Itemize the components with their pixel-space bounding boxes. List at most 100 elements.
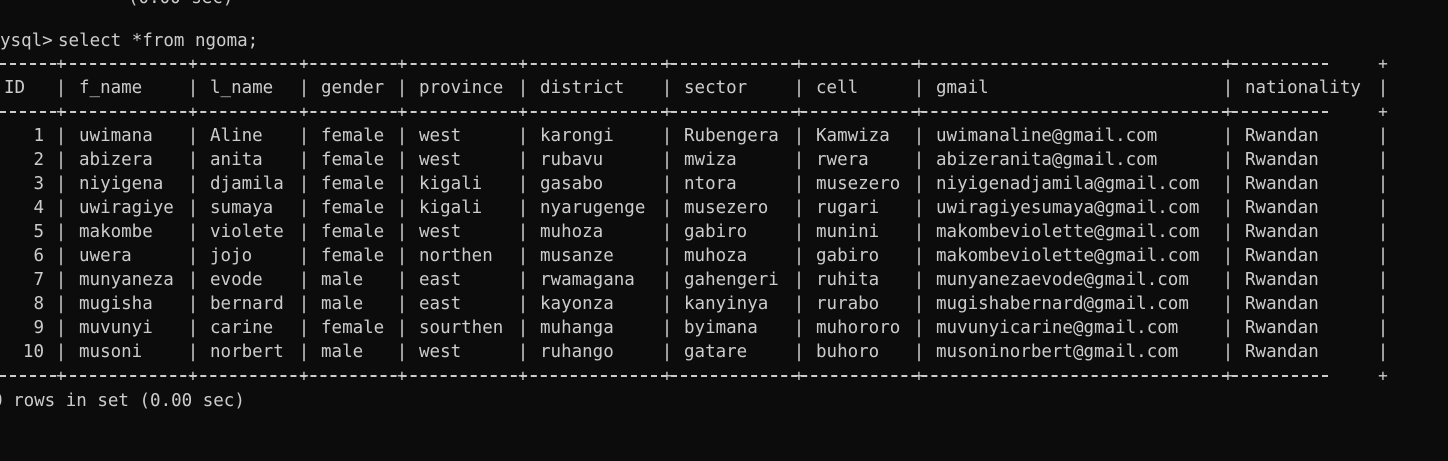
table-cell: norbert (210, 342, 284, 362)
border-corner: + (914, 369, 924, 383)
table-cell: ruhango (540, 342, 614, 362)
table-cell: munyanezaevode@gmail.com (936, 270, 1189, 290)
column-separator: | (913, 270, 925, 290)
column-separator: | (793, 294, 805, 314)
table-cell: rwera (816, 150, 869, 170)
column-separator: | (793, 150, 805, 170)
table-cell: Kamwiza (816, 126, 890, 146)
column-header: district (540, 78, 625, 98)
table-cell: gabiro (816, 246, 880, 266)
column-header: nationality (1245, 78, 1361, 98)
column-separator: | (55, 78, 67, 98)
column-separator: | (55, 126, 67, 146)
column-separator: | (793, 342, 805, 362)
table-cell: rugari (816, 198, 880, 218)
column-separator: | (298, 174, 310, 194)
column-separator: | (517, 318, 529, 338)
table-cell: gatare (684, 342, 748, 362)
column-separator: | (517, 126, 529, 146)
table-cell: makombe (79, 222, 153, 242)
table-cell: evode (210, 270, 263, 290)
column-separator: | (187, 198, 199, 218)
table-cell: abizera (79, 150, 153, 170)
column-separator: | (396, 294, 408, 314)
table-cell: male (321, 270, 364, 290)
column-separator: | (661, 222, 673, 242)
table-cell: 6 (33, 246, 44, 266)
table-cell: mwiza (684, 150, 737, 170)
border-corner: + (1378, 369, 1388, 383)
previous-output-text: (0.00 sec) (128, 0, 233, 10)
column-separator: | (396, 342, 408, 362)
table-cell: sourthen (419, 318, 504, 338)
column-separator: | (55, 198, 67, 218)
table-cell: gahengeri (684, 270, 779, 290)
border-corner: + (188, 57, 198, 71)
column-separator: | (1222, 150, 1234, 170)
previous-output: (0.00 sec) (0, 0, 233, 10)
border-corner: + (56, 105, 66, 119)
table-cell: munyaneza (79, 270, 174, 290)
column-separator: | (396, 198, 408, 218)
table-cell: muvunyicarine@gmail.com (936, 318, 1179, 338)
border-corner: + (56, 369, 66, 383)
column-separator: | (1377, 222, 1389, 242)
column-separator: | (396, 126, 408, 146)
column-separator: | (298, 222, 310, 242)
column-separator: | (55, 342, 67, 362)
column-separator: | (793, 222, 805, 242)
table-cell: makombeviolette@gmail.com (936, 222, 1200, 242)
table-cell: northen (419, 246, 493, 266)
table-cell: mugisha (79, 294, 153, 314)
column-separator: | (298, 198, 310, 218)
column-separator: | (793, 270, 805, 290)
column-separator: | (1377, 126, 1389, 146)
table-cell: 3 (33, 174, 44, 194)
table-cell: female (321, 150, 385, 170)
table-cell: 10 (22, 342, 44, 362)
column-separator: | (1222, 318, 1234, 338)
border-corner: + (1223, 57, 1233, 71)
table-cell: muhanga (540, 318, 614, 338)
column-separator: | (1377, 246, 1389, 266)
table-cell: munini (816, 222, 880, 242)
terminal-window[interactable]: (0.00 sec) ysql> select *from ngoma; +++… (0, 0, 1448, 421)
result-summary: 0 rows in set (0.00 sec) (0, 391, 245, 411)
column-separator: | (187, 318, 199, 338)
table-cell: uwiragiyesumaya@gmail.com (936, 198, 1200, 218)
border-corner: + (794, 57, 804, 71)
table-cell: Rwandan (1245, 198, 1319, 218)
table-cell: musoninorbert@gmail.com (936, 342, 1179, 362)
border-corner: + (518, 105, 528, 119)
table-cell: muhoza (684, 246, 748, 266)
table-cell: male (321, 342, 364, 362)
column-separator: | (298, 246, 310, 266)
column-separator: | (298, 78, 310, 98)
column-separator: | (396, 78, 408, 98)
table-cell: 4 (33, 198, 44, 218)
column-separator: | (187, 342, 199, 362)
table-cell: female (321, 222, 385, 242)
column-separator: | (517, 78, 529, 98)
column-separator: | (661, 342, 673, 362)
column-separator: | (1222, 294, 1234, 314)
column-separator: | (913, 126, 925, 146)
column-separator: | (55, 222, 67, 242)
column-separator: | (187, 294, 199, 314)
column-separator: | (298, 150, 310, 170)
table-cell: nyarugenge (540, 198, 646, 218)
column-separator: | (396, 246, 408, 266)
table-cell: uwera (79, 246, 132, 266)
border-corner: + (299, 369, 309, 383)
column-separator: | (661, 126, 673, 146)
table-cell: ntora (684, 174, 737, 194)
border-corner: + (188, 369, 198, 383)
table-cell: karongi (540, 126, 614, 146)
border-corner: + (914, 105, 924, 119)
column-separator: | (1377, 150, 1389, 170)
border-corner: + (56, 57, 66, 71)
border-corner: + (1223, 105, 1233, 119)
table-cell: gabiro (684, 222, 748, 242)
